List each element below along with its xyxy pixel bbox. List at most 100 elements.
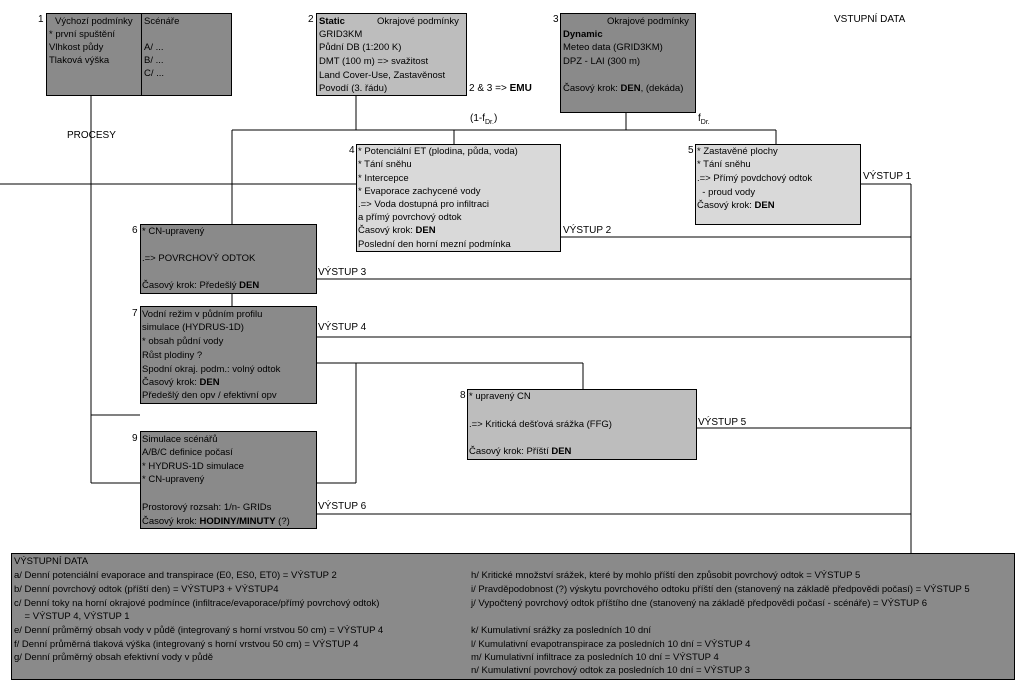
- box3-title: Dynamic: [563, 29, 603, 40]
- box4-line: .=> Voda dostupná pro infiltraci: [358, 199, 489, 210]
- box1-col2-line: B/ ...: [144, 55, 164, 66]
- fraction-left-sub: Dr.: [485, 119, 494, 126]
- box4-number: 4: [349, 145, 355, 156]
- box1-initial-conditions: Výchozí podmínky * první spuštění Vlhkos…: [46, 13, 232, 96]
- box2-number: 2: [308, 14, 314, 25]
- box3-line: Meteo data (GRID3KM): [563, 42, 663, 53]
- box7-step-prefix: Časový krok:: [142, 377, 197, 388]
- box4-last: Poslední den horní mezní podmínka: [358, 239, 511, 250]
- output-4-label: VÝSTUP 4: [318, 322, 367, 333]
- output-left-line: g/ Denní průměrný obsah efektivní vody v…: [14, 652, 214, 663]
- box4-potential-et: * Potenciální ET (plodina, půda, voda) *…: [356, 144, 561, 252]
- box7-soil-water-regime: Vodní režim v půdním profilu simulace (H…: [140, 306, 317, 404]
- box4-step-bold: DEN: [415, 225, 436, 236]
- output-data-title: VÝSTUPNÍ DATA: [14, 556, 89, 567]
- output-right-line: h/ Kritické množství srážek, které by mo…: [471, 570, 861, 581]
- box1-col1-line: Tlaková výška: [49, 55, 110, 66]
- box5-line: .=> Přímý povdchový odtok: [697, 173, 813, 184]
- box2-line: Půdní DB (1:200 K): [319, 42, 402, 53]
- box5-step: Časový krok: DEN: [697, 199, 775, 212]
- box8-step-bold: DEN: [551, 446, 572, 457]
- box2-title: Static: [319, 16, 345, 27]
- box8-line: * upravený CN: [469, 391, 531, 402]
- output-right-line: i/ Pravděpodobnost (?) výskytu povrchové…: [471, 584, 970, 595]
- box6-line: * CN-upravený: [142, 226, 205, 237]
- box7-line: simulace (HYDRUS-1D): [142, 322, 244, 333]
- output-left-line: a/ Denní potenciální evaporace and trans…: [14, 570, 337, 581]
- box3-step-prefix: Časový krok:: [563, 83, 618, 94]
- box5-built-up-areas: * Zastavěné plochy * Tání sněhu .=> Přím…: [695, 144, 861, 225]
- output-left-line: e/ Denní průměrný obsah vody v půdě (int…: [14, 625, 384, 636]
- box5-number: 5: [688, 145, 694, 156]
- box2-title-right: Okrajové podmínky: [377, 16, 459, 27]
- input-data-title: VSTUPNÍ DATA: [834, 14, 906, 25]
- box5-line: - proud vody: [697, 187, 756, 198]
- box7-last: Předešlý den opv / efektivní opv: [142, 390, 277, 401]
- box4-line: * Potenciální ET (plodina, půda, voda): [358, 146, 518, 157]
- box3-step-bold: DEN: [620, 83, 641, 94]
- emu-bold: EMU: [509, 83, 532, 94]
- box2-static-boundary: Static Okrajové podmínky GRID3KM Půdní D…: [316, 13, 467, 96]
- box7-line: * obsah půdní vody: [142, 336, 224, 347]
- box8-step: Časový krok: Příští DEN: [469, 445, 571, 458]
- fraction-right-main: f: [698, 113, 701, 124]
- emu-label: 2 & 3 => EMU: [469, 83, 532, 94]
- box9-step-prefix: Časový krok:: [142, 516, 197, 527]
- box3-number: 3: [553, 14, 559, 25]
- box9-line: A/B/C definice počasí: [142, 447, 233, 458]
- box9-line: * HYDRUS-1D simulace: [142, 461, 244, 472]
- box9-line: Simulace scénářů: [142, 434, 218, 445]
- fraction-left-main: (1-f: [470, 113, 485, 124]
- output-2-label: VÝSTUP 2: [563, 225, 612, 236]
- box6-step-bold: DEN: [239, 280, 260, 291]
- box7-step-bold: DEN: [199, 377, 220, 388]
- box8-critical-rainfall: * upravený CN .=> Kritická dešťová srážk…: [467, 389, 697, 460]
- box6-number: 6: [132, 225, 138, 236]
- box9-scenario-simulation: Simulace scénářů A/B/C definice počasí *…: [140, 431, 317, 529]
- box7-step: Časový krok: DEN: [142, 376, 220, 389]
- box1-divider: [141, 14, 142, 95]
- box3-line: DPZ - LAI (300 m): [563, 56, 641, 67]
- box9-line: Prostorový rozsah: 1/n- GRIDs: [142, 502, 272, 513]
- box9-step: Časový krok: HODINY/MINUTY (?): [142, 515, 290, 528]
- output-5-label: VÝSTUP 5: [698, 417, 747, 428]
- output-1-label: VÝSTUP 1: [863, 171, 912, 182]
- box4-line: * Intercepce: [358, 173, 409, 184]
- box1-col2-line: Scénáře: [144, 16, 180, 27]
- box1-number: 1: [38, 14, 44, 25]
- box2-line: DMT (100 m) => svažitost: [319, 56, 429, 67]
- fraction-left: (1-fDr.): [470, 113, 497, 126]
- output-data-box: VÝSTUPNÍ DATA a/ Denní potenciální evapo…: [11, 553, 1015, 680]
- box5-line: * Zastavěné plochy: [697, 146, 778, 157]
- output-left-line: c/ Denní toky na horní okrajové podmínce…: [14, 598, 380, 609]
- box9-line: * CN-upravený: [142, 474, 205, 485]
- box4-line: * Evaporace zachycené vody: [358, 186, 481, 197]
- fraction-left-end: ): [493, 113, 498, 124]
- box7-line: Vodní režim v půdním profilu: [142, 309, 263, 320]
- box9-step-bold: HODINY/MINUTY: [199, 516, 276, 527]
- box1-col1-line: Vlhkost půdy: [49, 42, 104, 53]
- box8-number: 8: [460, 390, 466, 401]
- box2-line: Povodí (3. řádu): [319, 83, 388, 94]
- box6-line: .=> POVRCHOVÝ ODTOK: [142, 253, 256, 264]
- output-right-line: l/ Kumulativní evapotranspirace za posle…: [471, 639, 751, 650]
- box5-line: * Tání sněhu: [697, 159, 751, 170]
- output-right-line: n/ Kumulativní povrchový odtok za posled…: [471, 665, 750, 676]
- fraction-right-sub: Dr.: [700, 119, 710, 126]
- box5-step-bold: DEN: [754, 200, 775, 211]
- fraction-right: fDr.: [698, 113, 710, 126]
- box1-col1-line: Výchozí podmínky: [55, 16, 133, 27]
- box4-step: Časový krok: DEN: [358, 224, 436, 237]
- output-left-line: = VÝSTUP 4, VÝSTUP 1: [14, 611, 130, 622]
- box2-line: GRID3KM: [319, 29, 363, 40]
- box8-step-prefix: Časový krok: Příští: [469, 446, 549, 457]
- box3-step-suffix: , (dekáda): [640, 83, 684, 94]
- output-right-line: m/ Kumulativní infiltrace za posledních …: [471, 652, 719, 663]
- box9-step-suffix: (?): [275, 516, 290, 527]
- box8-line: .=> Kritická dešťová srážka (FFG): [469, 419, 612, 430]
- box2-line: Land Cover-Use, Zastavěnost: [319, 70, 446, 81]
- box7-line: Růst plodiny ?: [142, 350, 203, 361]
- box3-dynamic-boundary: Okrajové podmínky Dynamic Meteo data (GR…: [560, 13, 696, 113]
- box3-step: Časový krok: DEN, (dekáda): [563, 82, 683, 95]
- box4-line: * Tání sněhu: [358, 159, 412, 170]
